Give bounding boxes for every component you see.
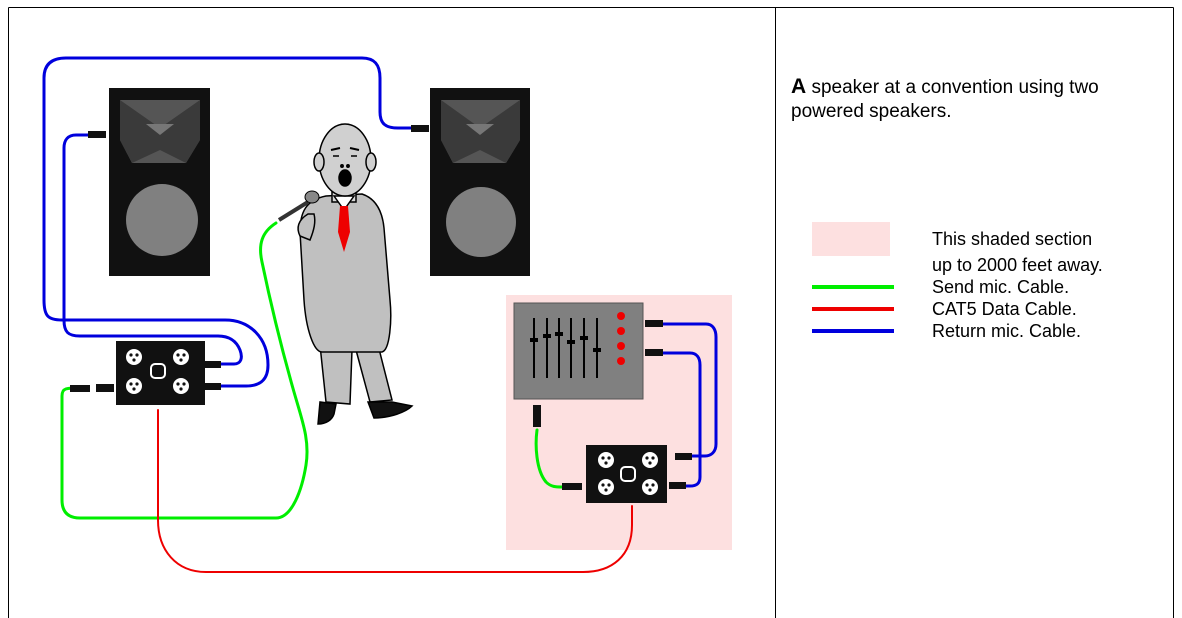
caption-lead: A <box>791 75 807 98</box>
legend-item-distance: up to 2000 feet away. <box>812 254 1172 278</box>
send-cables <box>60 221 564 520</box>
send-cable-mixer <box>534 428 564 489</box>
legend-item-return: Return mic. Cable. <box>812 320 1172 344</box>
caption-text: speaker at a convention using two powere… <box>791 77 1099 122</box>
shaded-swatch <box>812 222 890 256</box>
legend-label-shaded-2: up to 2000 feet away. <box>932 255 1103 275</box>
legend-label-shaded-1: This shaded section <box>932 229 1093 249</box>
powered-speaker-icon <box>109 88 210 276</box>
panel-borders <box>8 7 1174 618</box>
powered-speaker-icon <box>430 88 530 276</box>
legend-item-send: Send mic. Cable. <box>812 276 1172 300</box>
legend-item-cat5: CAT5 Data Cable. <box>812 298 1172 322</box>
return-cable-mixer-2 <box>661 351 702 488</box>
send-swatch <box>812 285 894 289</box>
snake-box-icon <box>586 445 667 503</box>
legend-label-cat5: CAT5 Data Cable. <box>932 299 1077 319</box>
microphone-icon <box>277 190 320 222</box>
return-cable-left-speaker <box>62 133 243 366</box>
return-cables <box>42 56 718 488</box>
legend-label-return: Return mic. Cable. <box>932 321 1082 341</box>
return-cable-mixer-1 <box>661 322 718 458</box>
return-cable-left-loop <box>42 56 420 388</box>
presenter-icon <box>297 123 414 425</box>
xlr-connectors <box>70 125 692 490</box>
cat5-cable <box>157 409 633 573</box>
cat5-swatch <box>812 307 894 311</box>
send-cable-mic <box>60 221 309 520</box>
legend-label-send: Send mic. Cable. <box>932 277 1070 297</box>
snake-box-icon <box>116 341 205 405</box>
return-swatch <box>812 329 894 333</box>
legend-item-shaded: This shaded section <box>812 222 1172 258</box>
mixing-console-icon <box>513 302 644 400</box>
caption: A speaker at a convention using two powe… <box>791 75 1161 124</box>
